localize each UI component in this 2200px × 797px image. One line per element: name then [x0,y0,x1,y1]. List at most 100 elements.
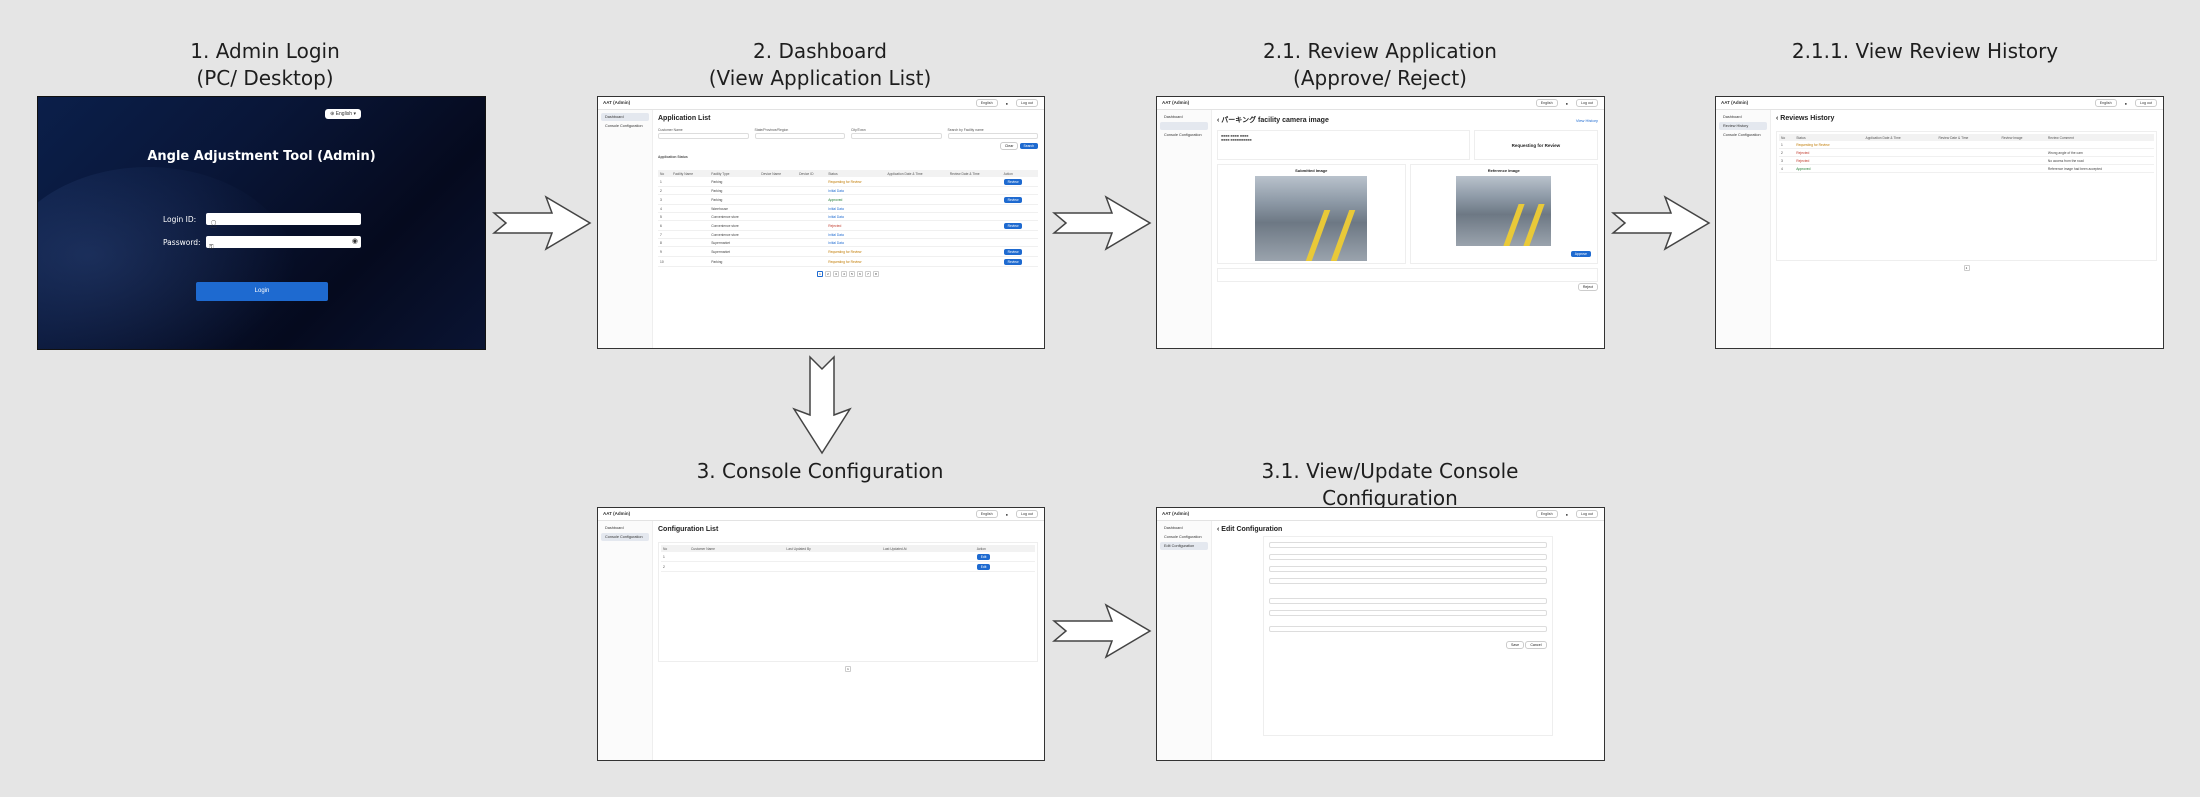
submitted-image-label: Submitted Image [1295,168,1328,173]
review-button[interactable]: Review [1003,248,1023,255]
language-select[interactable]: English [2094,99,2117,107]
page-1[interactable]: 1 [817,271,823,277]
view-history-link[interactable]: View History [1575,118,1598,123]
sidebar-item-console-configuration[interactable]: Console Configuration [1723,133,1761,137]
table-cell: Convenience store [709,230,760,239]
search-button[interactable]: Search [1019,143,1038,149]
table-cell [797,220,827,231]
review-comment-input[interactable] [1217,268,1598,282]
page-7[interactable]: 7 [865,271,871,277]
config-field-6[interactable] [1268,610,1547,616]
logout-button[interactable]: Log out [1576,99,1598,107]
password-input[interactable]: ⚿◉ [206,236,361,251]
table-cell: 4 [658,204,672,213]
table-cell [1999,156,2046,165]
table-cell: 6 [658,220,672,231]
logout-button[interactable]: Log out [1016,510,1038,518]
sidebar-item-edit-configuration[interactable]: Edit Configuration [1160,542,1208,550]
config-field-1[interactable] [1268,542,1547,548]
language-select[interactable]: English [1535,99,1558,107]
language-select[interactable]: English [1535,510,1558,518]
language-select[interactable]: English [975,510,998,518]
review-button[interactable]: Review [1003,196,1023,203]
table-cell [947,177,1002,187]
sidebar-item-dashboard[interactable]: Dashboard [1723,115,1742,119]
sidebar-item-review-history[interactable]: Review History [1719,122,1767,130]
table-cell: Warehouse [709,204,760,213]
eye-icon[interactable]: ◉ [351,238,358,245]
login-button[interactable]: Login [196,282,328,301]
table-cell: 1 [658,177,672,187]
table-cell: No access from the road [2045,156,2154,165]
sidebar: Dashboard Console Configuration [598,521,653,760]
table-cell [671,256,710,267]
page-1[interactable]: 1 [845,666,851,672]
table-cell: 2 [661,561,689,572]
review-title-text: パーキング facility camera image [1221,117,1329,124]
table-cell: Review [1001,256,1038,267]
sidebar-item-dashboard[interactable]: Dashboard [1164,115,1183,119]
table-cell [1863,164,1937,173]
config-field-7[interactable] [1268,626,1547,632]
login-id-input[interactable]: 👤︎ [206,213,361,228]
table-cell [784,552,882,562]
login-id-label: Login ID: [163,215,197,224]
customer-select[interactable] [658,133,749,139]
table-cell [947,204,1002,213]
language-select[interactable]: ⊕ English ▾ [325,109,361,119]
cancel-button[interactable]: Cancel [1525,641,1547,649]
review-button[interactable]: Review [1003,258,1023,265]
logout-button[interactable]: Log out [1576,510,1598,518]
sidebar-item-console-configuration[interactable]: Console Configuration [1164,133,1202,137]
sidebar-item-dashboard[interactable]: Dashboard [605,526,624,530]
sidebar-item-dashboard[interactable]: Dashboard [1164,526,1183,530]
sidebar-item-console-configuration[interactable]: Console Configuration [1164,535,1202,539]
city-input[interactable] [851,133,942,139]
page-8[interactable]: 8 [873,271,879,277]
facility-search-input[interactable] [947,133,1038,139]
language-select[interactable]: English [975,99,998,107]
save-button[interactable]: Save [1505,641,1525,649]
logout-button[interactable]: Log out [1016,99,1038,107]
table-cell [885,246,948,257]
review-button[interactable]: Review [1003,222,1023,229]
reject-button[interactable]: Reject [1577,283,1598,291]
arrow-config-to-edit [1052,603,1152,659]
sidebar-item-console-configuration[interactable]: Console Configuration [601,533,649,541]
page-1[interactable]: 1 [1963,265,1970,271]
page-4[interactable]: 4 [841,271,847,277]
config-field-2[interactable] [1268,554,1547,560]
edit-button[interactable]: Edit [976,563,991,570]
back-icon[interactable]: ‹ [1217,526,1222,533]
review-button[interactable]: Review [1003,178,1023,185]
sidebar-item-dashboard[interactable]: Dashboard [601,113,649,121]
page-3[interactable]: 3 [833,271,839,277]
table-cell: Supermarket [709,246,760,257]
table-cell: 3 [658,194,672,205]
edit-button[interactable]: Edit [976,553,991,560]
page-6[interactable]: 6 [857,271,863,277]
table-cell: Initial Data [826,230,886,239]
config-field-3[interactable] [1268,566,1547,572]
table-cell [797,204,827,213]
table-cell [885,256,948,267]
logout-button[interactable]: Log out [2135,99,2157,107]
config-field-5[interactable] [1268,598,1547,604]
page-5[interactable]: 5 [849,271,855,277]
page-2[interactable]: 2 [825,271,831,277]
sidebar-item-console-configuration[interactable]: Console Configuration [605,124,643,128]
clear-button[interactable]: Clear [999,142,1019,150]
region-select[interactable] [754,133,845,139]
table-cell: Requesting for Review [826,246,886,257]
back-icon[interactable]: ‹ [1776,115,1781,122]
back-icon[interactable]: ‹ [1217,117,1222,124]
sidebar-item-review[interactable] [1160,122,1208,130]
table-cell [1936,141,2000,149]
approve-button[interactable]: Approve [1570,251,1591,257]
table-cell [759,204,798,213]
main-content: Application List Customer Name State/Pro… [658,113,1038,344]
table-cell: Review [1001,194,1038,205]
config-field-4[interactable] [1268,578,1547,584]
